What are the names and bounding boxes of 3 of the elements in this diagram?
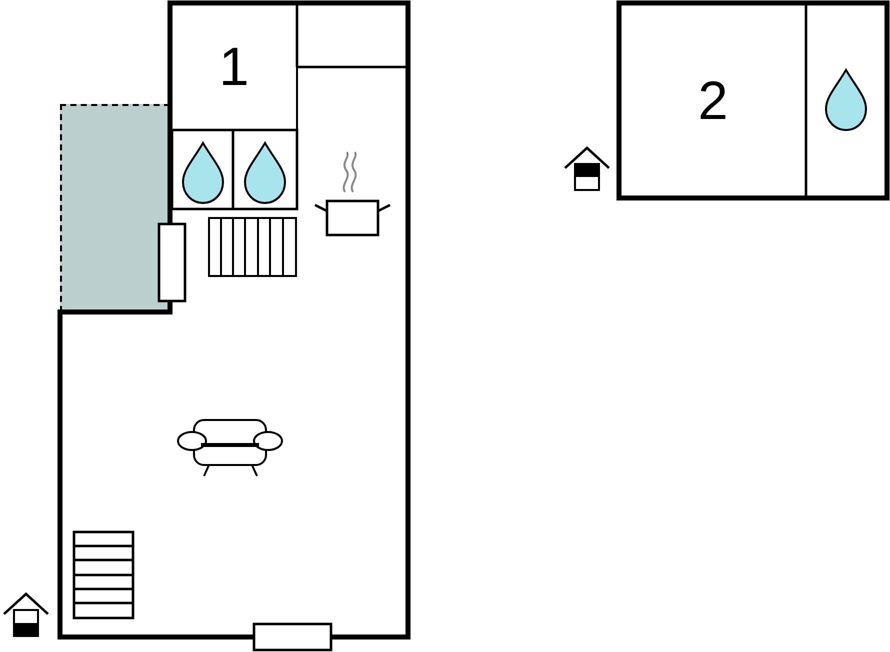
room-number: 2 bbox=[698, 74, 728, 128]
terrace-area bbox=[60, 104, 170, 312]
room-number: 1 bbox=[218, 40, 250, 94]
